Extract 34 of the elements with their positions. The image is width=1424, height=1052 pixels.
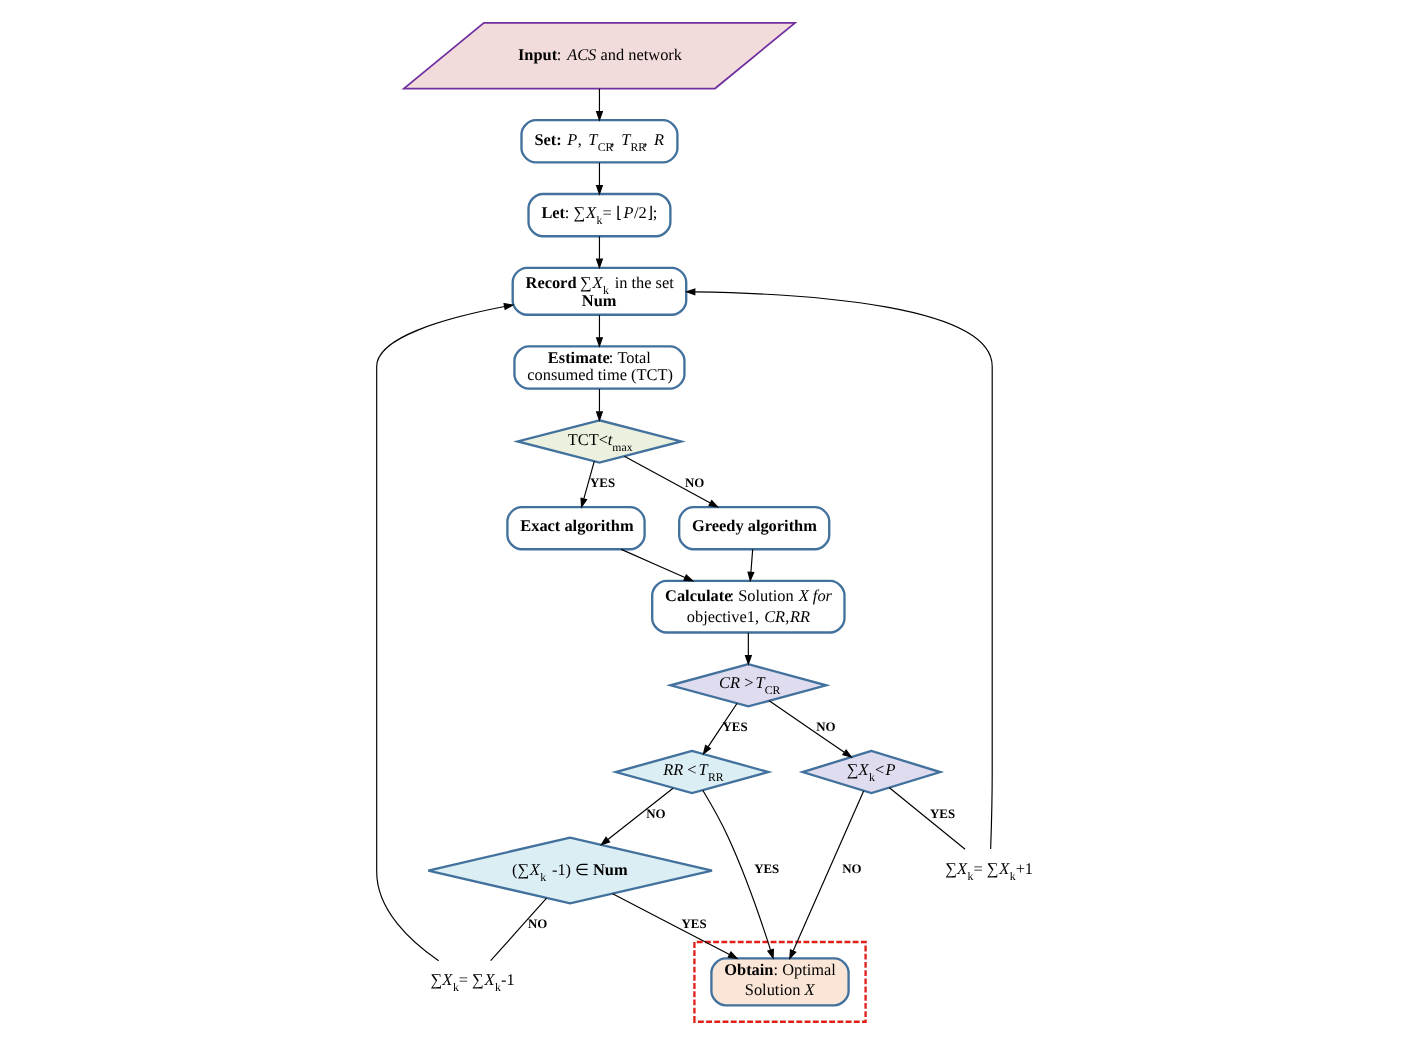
node-box: Record ∑X$_{k}$ in the set Num <box>511 265 688 315</box>
arrow <box>623 454 720 507</box>
arrow <box>595 234 604 269</box>
node-box: Greedy algorithm <box>678 504 831 550</box>
node-diamond: TCT<t$_{max}$ <box>513 418 686 463</box>
arrow <box>684 287 993 849</box>
arrow <box>620 547 695 581</box>
arrow <box>702 701 738 755</box>
arrow <box>595 387 604 421</box>
connector <box>490 896 548 961</box>
node-diamond: CR >T$_{CR}$ <box>666 661 831 707</box>
node-box: Calculate: Solution X for objective1, CR,RR <box>651 578 846 633</box>
node-text: ∑X$_{k}$= ∑X$_{k}$-1 <box>430 970 515 995</box>
arrow <box>595 161 604 195</box>
arrow <box>744 631 753 665</box>
arrow <box>612 892 739 959</box>
node-text: ∑X$_{k}$= ∑X$_{k}$+1 <box>945 858 1034 883</box>
arrow <box>768 699 853 758</box>
node-box: Obtain: Optimal Solution X <box>710 956 850 1006</box>
connector <box>888 786 966 849</box>
arrow <box>747 547 755 582</box>
arrow <box>580 459 595 508</box>
arrow <box>789 789 865 960</box>
node-box: Let: ∑X$_{k}$= ⌊P/2⌋; <box>527 191 672 237</box>
node-box: Exact algorithm <box>506 504 646 550</box>
node-box: Set: P, T$_{CR}$, T$_{RR}$, R <box>520 118 679 163</box>
arrow <box>595 313 604 347</box>
arrow <box>702 788 774 959</box>
cluster <box>693 939 867 1022</box>
node-box: Estimate: Total consumed time (TCT) <box>513 344 686 389</box>
node-diamond: RR <T$_{RR}$ <box>611 748 773 794</box>
arrow <box>600 786 674 845</box>
arrow <box>595 87 604 121</box>
arrow <box>376 302 515 961</box>
